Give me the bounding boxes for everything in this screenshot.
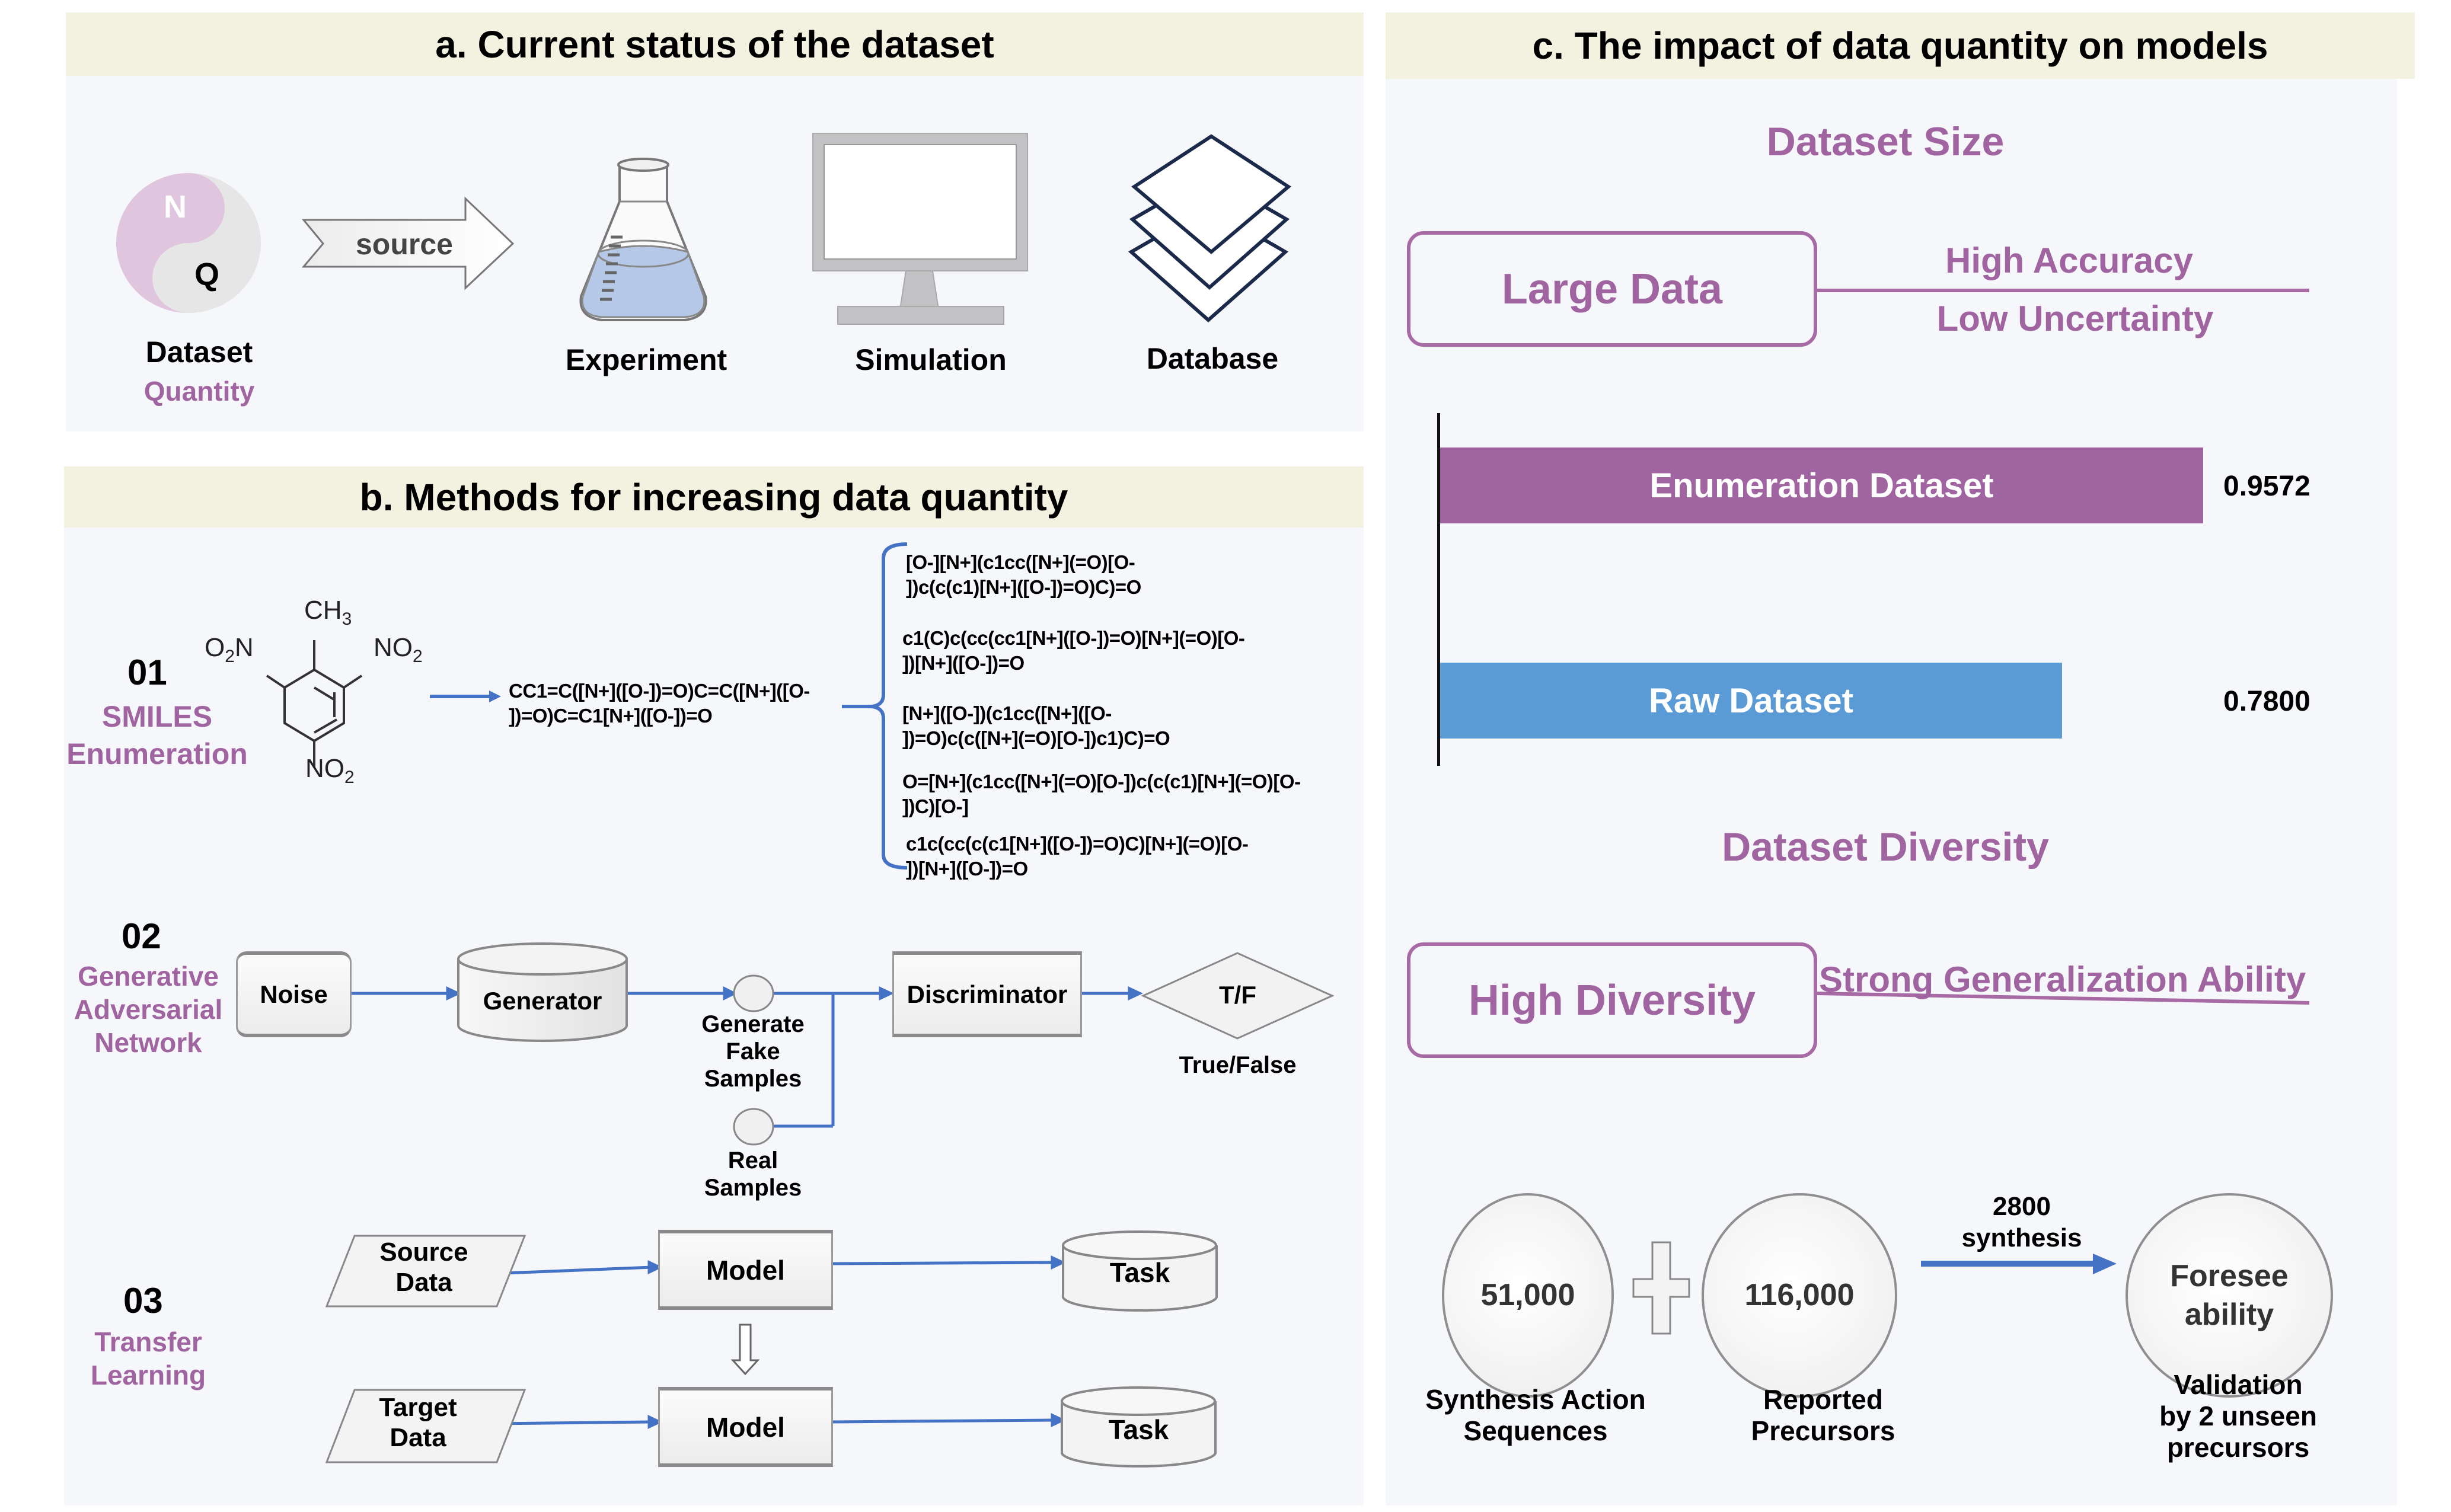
molecule-bottom-no2: NO2 [305,754,355,788]
decision-text: T/F [1219,981,1256,1009]
fake-sample-node-icon [733,974,774,1012]
bottom-subscript: 2 [344,767,355,787]
bar-value-label: 0.7800 [2223,686,2310,717]
source-data-parallelogram-icon [325,1235,526,1308]
circle1-caption: Synthesis Action Sequences [1425,1384,1646,1446]
bar-category-label: Raw Dataset [1649,681,1853,720]
ch3-text: CH [304,596,342,625]
circle-51000: 51,000 [1442,1193,1614,1398]
method-02-name-line2: Adversarial [74,994,223,1025]
generator-label: Generator [483,987,602,1015]
left-subscript: 2 [225,646,235,666]
transfer-down-arrow-icon [730,1324,760,1376]
circle-116000: 116,000 [1702,1193,1897,1398]
bar-category-label: Enumeration Dataset [1649,466,1994,505]
task-top-cylinder-icon [1062,1230,1218,1312]
low-uncertainty-label: Low Uncertainty [1936,299,2214,338]
dataset-quantity-icon [116,173,261,313]
real-sample-node-icon [733,1108,774,1146]
molecule-ch3: CH3 [304,596,352,629]
method-01-name-line1: SMILES [101,700,213,733]
fake-samples-label: Generate Fake Samples [701,1011,805,1092]
model-top-box: Model [658,1230,833,1310]
right-no-text: NO [374,633,413,662]
large-data-connector [1817,289,2309,292]
experiment-label: Experiment [565,343,727,376]
left-n-text: N [234,633,254,662]
target-data-label: Target Data [379,1393,457,1452]
monitor-icon [812,133,1028,325]
method-02-name-line3: Network [94,1027,202,1058]
enumerated-smiles-5: c1c(cc(c(c1[N+]([O-])=O)C)[N+](=O)[O- ])… [906,833,1249,880]
left-o-text: O [205,633,225,662]
yin-yang-letter-n: N [164,189,187,225]
molecule-right-no2: NO2 [374,633,423,667]
target-data-parallelogram-icon [325,1389,526,1463]
noise-box: Noise [236,951,352,1037]
model-bottom-box: Model [658,1387,833,1467]
generator-cylinder-icon [457,942,628,1042]
database-label: Database [1146,342,1279,375]
method-03-number: 03 [123,1281,163,1321]
plus-icon [1632,1241,1690,1335]
enumerated-smiles-4: O=[N+](c1cc([N+](=O)[O-])c(c(c1)[N+](=O)… [902,771,1301,818]
method-02-name-line1: Generative [78,961,219,992]
bottom-no-text: NO [305,754,344,783]
curly-bracket-icon [842,542,908,870]
source-arrow-icon [301,196,515,290]
transfer-connectors [492,1255,1066,1429]
gan-connectors [350,986,1143,1128]
input-smiles: CC1=C([N+]([O-])=O)C=C([N+]([O- ])=O)C=C… [509,680,810,727]
task-top-label: Task [1109,1257,1170,1288]
yin-yang-letter-q: Q [194,257,220,292]
quantity-label: Quantity [143,376,255,407]
method-03-name-line2: Learning [90,1360,206,1390]
enumerated-smiles-2: c1(C)c(cc(cc1[N+]([O-])=O)[N+](=O)[O- ])… [902,627,1245,675]
discriminator-box: Discriminator [892,951,1082,1037]
source-data-label: Source Data [379,1238,468,1297]
dataset-diversity-heading: Dataset Diversity [1722,824,2049,870]
real-samples-label: Real Samples [704,1147,802,1201]
bar-enumeration-dataset: Enumeration Dataset [1440,447,2203,523]
circle2-caption: Reported Precursors [1751,1384,1895,1446]
generalization-label: Strong Generalization Ability [1819,960,2306,999]
enumerated-smiles-1: [O-][N+](c1cc([N+](=O)[O- ])c(c(c1)[N+](… [906,551,1141,599]
panel-c-title: c. The impact of data quantity on models [1386,12,2415,79]
large-data-box: Large Data [1407,231,1817,347]
method-01-number: 01 [127,653,167,692]
simulation-label: Simulation [855,343,1007,376]
foresee-ability-circle: Foresee ability [2126,1193,2333,1398]
chart-axis-line [1437,413,1440,766]
task-bottom-label: Task [1108,1414,1169,1445]
synthesis-arrow-label: 2800 synthesis [1961,1192,2082,1252]
flask-icon [579,158,707,321]
decision-diamond-icon [1141,952,1335,1040]
molecule-left-no2: O2N [205,633,254,667]
source-arrow-label: source [356,228,453,261]
bar-value-label: 0.9572 [2223,471,2310,502]
enumerated-smiles-3: [N+]([O-])(c1cc([N+]([O- ])=O)c(c([N+](=… [902,702,1170,750]
arrow-right-icon [430,691,501,702]
panel-a-title: a. Current status of the dataset [66,12,1364,76]
bar-raw-dataset: Raw Dataset [1440,663,2062,739]
high-accuracy-label: High Accuracy [1945,241,2193,280]
ch3-subscript: 3 [342,609,352,629]
high-diversity-box: High Diversity [1407,942,1817,1058]
diversity-connector [1817,992,2310,1005]
layers-icon [1128,134,1292,323]
dataset-size-heading: Dataset Size [1766,119,2005,164]
panel-b-title: b. Methods for increasing data quantity [64,466,1364,528]
task-bottom-cylinder-icon [1061,1386,1217,1468]
true-false-label: True/False [1179,1052,1297,1078]
synthesis-arrow-icon [1921,1254,2117,1274]
method-03-name-line1: Transfer [94,1326,202,1357]
tnt-molecule-icon [266,640,363,768]
right-subscript: 2 [413,646,423,666]
circle3-caption: Validation by 2 unseen precursors [2159,1369,2317,1463]
method-01-name-line2: Enumeration [66,737,248,771]
method-02-number: 02 [122,916,161,956]
dataset-label: Dataset [145,335,253,369]
